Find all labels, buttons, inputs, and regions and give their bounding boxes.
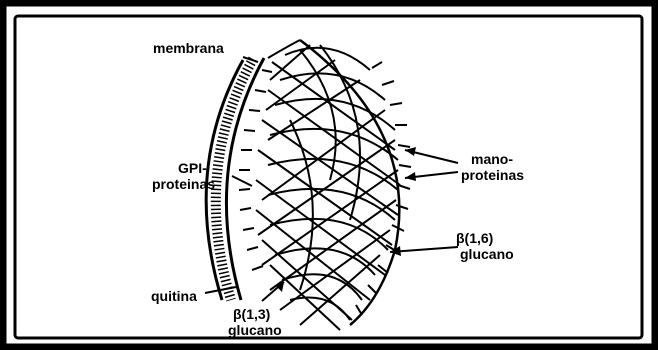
label-gpi-line1: GPI- [178,160,207,176]
label-beta13-line1: β(1,3) [233,306,270,322]
label-membrana: membrana [153,40,224,56]
leader-lines [205,57,458,301]
label-gpi-line2: proteinas [152,176,215,192]
label-beta16-line2: glucano [460,246,514,262]
label-quitina: quitina [151,288,197,304]
label-beta16-line1: β(1,6) [456,230,493,246]
outer-border [3,3,655,347]
label-beta13-line2: glucano [228,322,282,338]
label-mano-line1: mano- [471,151,513,167]
label-mano-line2: proteinas [461,167,524,183]
